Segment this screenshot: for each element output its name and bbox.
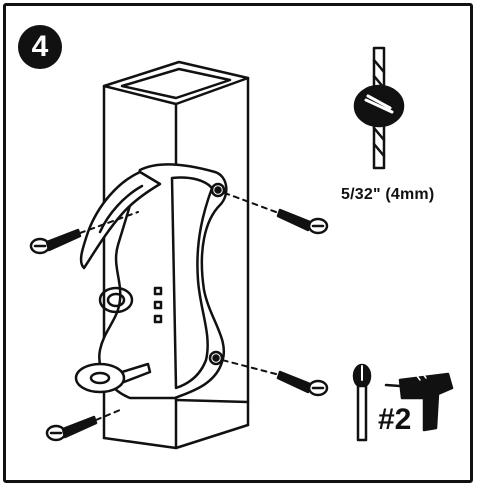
screwdriver-size-label: #2 — [378, 403, 412, 436]
instruction-panel — [3, 3, 473, 483]
screw-bottom-right — [276, 370, 329, 397]
step-number-badge: 4 — [18, 25, 62, 69]
key — [74, 362, 152, 394]
screwdriver-icon — [352, 363, 372, 442]
drill-bit-icon — [353, 46, 405, 170]
drill-bit-size-label: 5/32" (4mm) — [341, 186, 435, 203]
screw-top-left — [29, 228, 82, 255]
alignment-guides — [79, 191, 277, 421]
screw-bottom-left — [45, 415, 98, 442]
latch-body — [79, 163, 228, 400]
screw-top-right — [276, 208, 329, 235]
step-number: 4 — [31, 30, 49, 63]
power-drill-icon — [384, 369, 454, 432]
